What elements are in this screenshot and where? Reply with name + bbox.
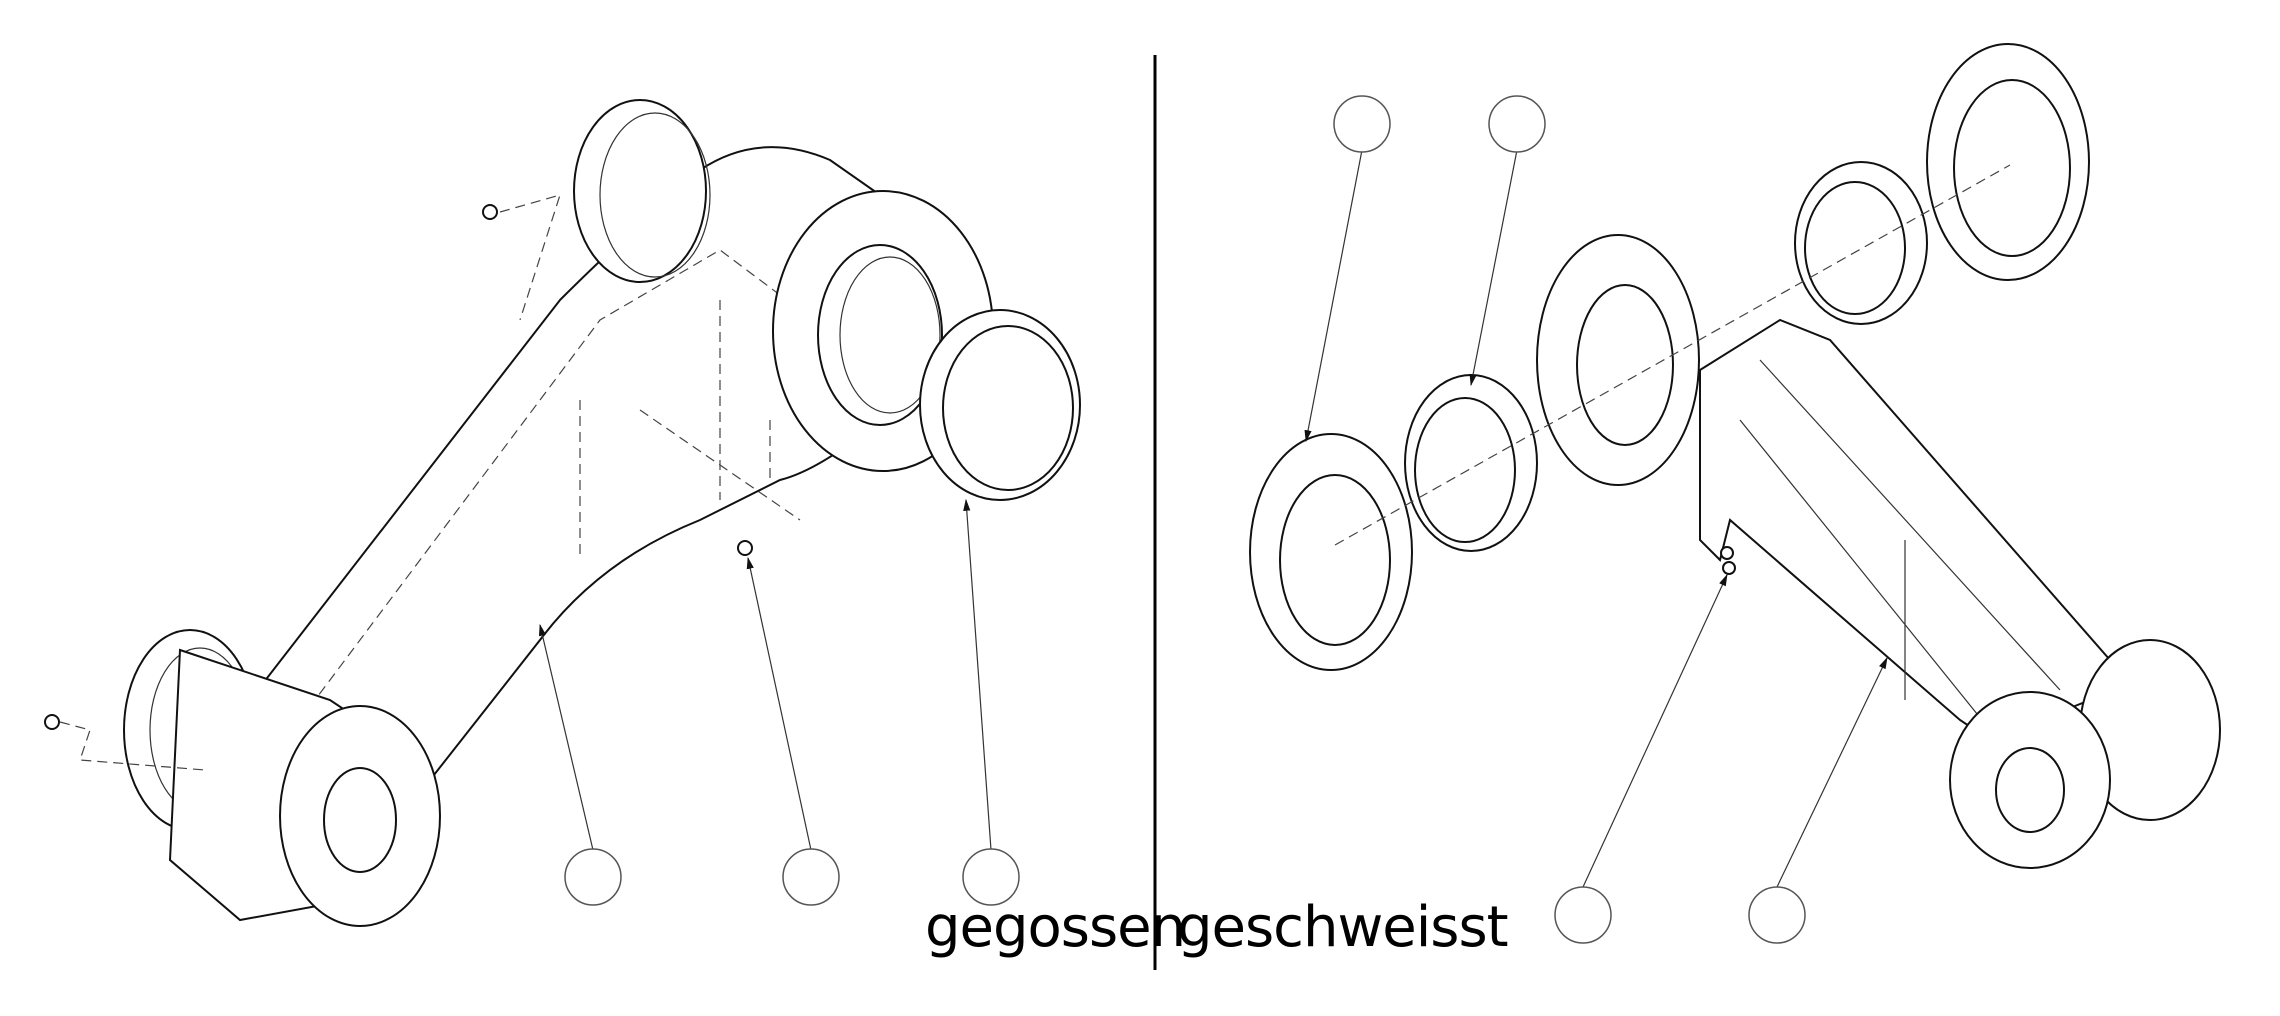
right-bushing (919, 309, 1081, 501)
welded-label: geschweisst (1177, 895, 1509, 960)
leader-line (746, 556, 812, 851)
callout-balloon (564, 848, 622, 906)
leader-line (1469, 149, 1518, 387)
leader-line (1776, 656, 1888, 888)
leader-line (963, 498, 992, 851)
top-washer (1926, 43, 2090, 281)
bottom-end-ring (1949, 691, 2111, 869)
leader-line (538, 623, 594, 851)
grease-nipple (1722, 561, 1736, 575)
callout-balloon (1748, 886, 1806, 944)
bottom-bushing-ring (279, 705, 441, 927)
welded-rocker-arm-assembly (1249, 43, 2221, 944)
bushing (1404, 374, 1538, 552)
callout-balloon (1488, 95, 1546, 153)
leader-line (1582, 573, 1728, 888)
callout-balloon (1554, 886, 1612, 944)
callout-balloon (782, 848, 840, 906)
callout-balloon (962, 848, 1020, 906)
welded-hub-ring (1536, 234, 1700, 486)
grease-nipple (44, 714, 60, 730)
grease-nipple (1720, 546, 1734, 560)
cast-label: gegossen (925, 895, 1186, 960)
washer (1249, 433, 1413, 671)
grease-nipple (482, 204, 498, 220)
callout-balloon (1333, 95, 1391, 153)
cast-rocker-arm-assembly (44, 99, 1081, 927)
leader-line (1304, 149, 1363, 443)
grease-nipple (737, 540, 753, 556)
top-bushing (1794, 161, 1928, 325)
